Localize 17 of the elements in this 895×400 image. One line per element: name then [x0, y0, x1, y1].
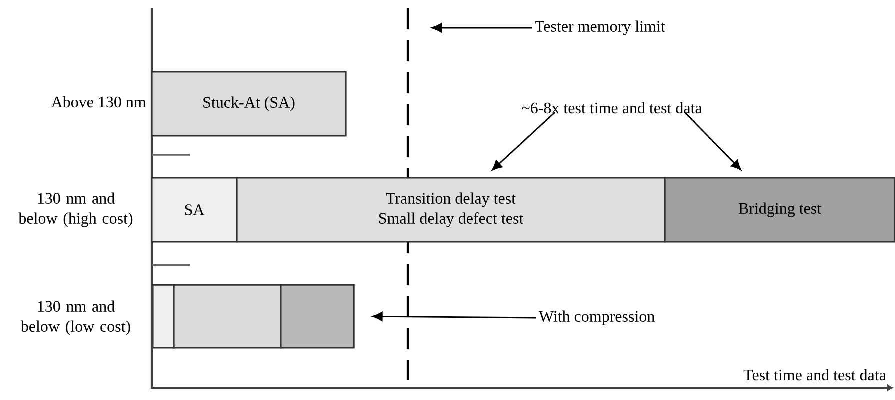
test-bar: SA — [151, 177, 238, 243]
arrow — [432, 23, 532, 33]
annotation-text: With compression — [538, 310, 655, 326]
annotation-text: ~6-8x test time and test data — [522, 102, 702, 114]
row-label: 130 nm and below (high cost) — [18, 192, 133, 228]
test-bar — [173, 284, 282, 349]
annotation-text: Tester memory limit — [535, 20, 666, 36]
test-bar: Stuck-At (SA) — [151, 71, 347, 137]
row-label: 130 nm and below (low cost) — [20, 300, 130, 336]
test-bar: Bridging test — [664, 177, 895, 243]
test-bar — [280, 284, 355, 349]
arrow — [372, 312, 536, 322]
arrow — [684, 112, 742, 170]
arrow — [492, 112, 556, 171]
test-bar: Transition delay test Small delay defect test — [236, 177, 666, 243]
test-bar — [152, 284, 175, 349]
row-label: Test time and test data — [744, 369, 886, 381]
